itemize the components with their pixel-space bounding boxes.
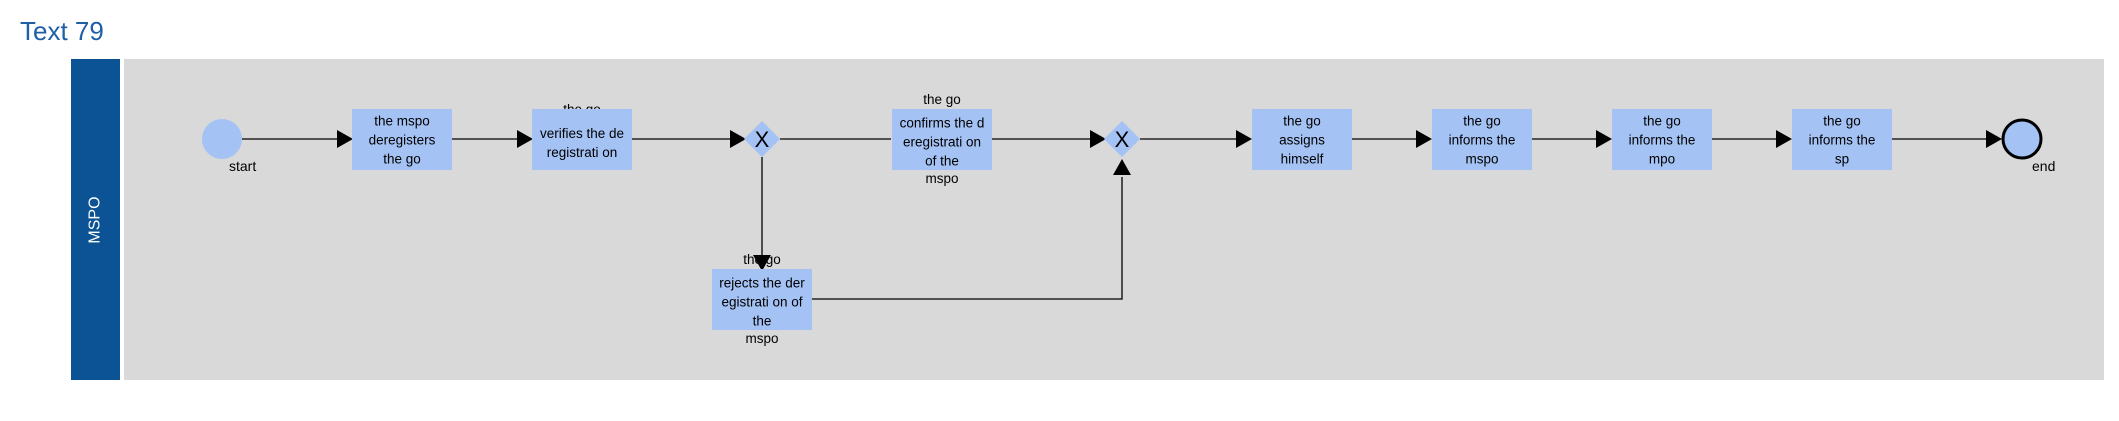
arrowhead [1236, 130, 1252, 148]
task-go-informs-sp: the go informs the sp [1792, 109, 1892, 170]
task-text: confirms the deregistrati on of the [899, 115, 985, 169]
task-text: the go informs the mspo [1448, 113, 1516, 166]
swimlane-body [124, 59, 2104, 380]
arrowheads [337, 130, 2002, 271]
task-text: rejects the deregistrati on of the [719, 275, 805, 329]
end-event-label: end [2032, 158, 2056, 174]
arrowhead [517, 130, 533, 148]
task-go-assigns-himself: the go assigns himself [1252, 109, 1352, 170]
flow-t4-to-g2 [812, 177, 1123, 300]
task-text: verifies the deregistrati on [539, 125, 625, 160]
task-label-below: mspo [925, 171, 959, 186]
start-event-label: start [229, 158, 257, 174]
task-label-below: mspo [745, 331, 779, 346]
arrowhead [1776, 130, 1792, 148]
task-confirms-deregistration: confirms the deregistrati on of the [892, 109, 992, 170]
task-text: the go assigns himself [1279, 113, 1325, 166]
gateway-2-symbol: X [1115, 127, 1130, 152]
gateway-1-symbol: X [755, 127, 770, 152]
task-text: the mspo deregisters the go [368, 113, 436, 166]
arrowhead [1113, 159, 1131, 175]
task-mspo-deregisters-go: the mspo deregisters the go [352, 109, 452, 170]
diagram-title: Text 79 [20, 16, 104, 46]
arrowhead [1416, 130, 1432, 148]
task-label-above: the go [923, 92, 961, 107]
sequence-flows [242, 138, 1988, 300]
exclusive-gateway-1 [744, 121, 780, 157]
task-verifies-deregistration: verifies the deregistrati on [532, 109, 632, 170]
exclusive-gateway-2 [1104, 121, 1140, 157]
arrowhead [337, 130, 353, 148]
swimlane-header [71, 59, 120, 380]
end-event [2001, 118, 2043, 160]
task-rejects-deregistration: rejects the deregistrati on of the [712, 269, 812, 330]
task-text: the go informs the mpo [1628, 113, 1696, 166]
start-event [202, 119, 242, 159]
task-label-above: the go [743, 252, 781, 267]
arrowhead [1596, 130, 1612, 148]
task-go-informs-mspo: the go informs the mspo [1432, 109, 1532, 170]
task-go-informs-mpo: the go informs the mpo [1612, 109, 1712, 170]
arrowhead [1986, 130, 2002, 148]
task-text: the go informs the sp [1808, 113, 1876, 166]
arrowhead [1090, 130, 1106, 148]
arrowhead [753, 255, 771, 271]
arrowhead [730, 130, 746, 148]
